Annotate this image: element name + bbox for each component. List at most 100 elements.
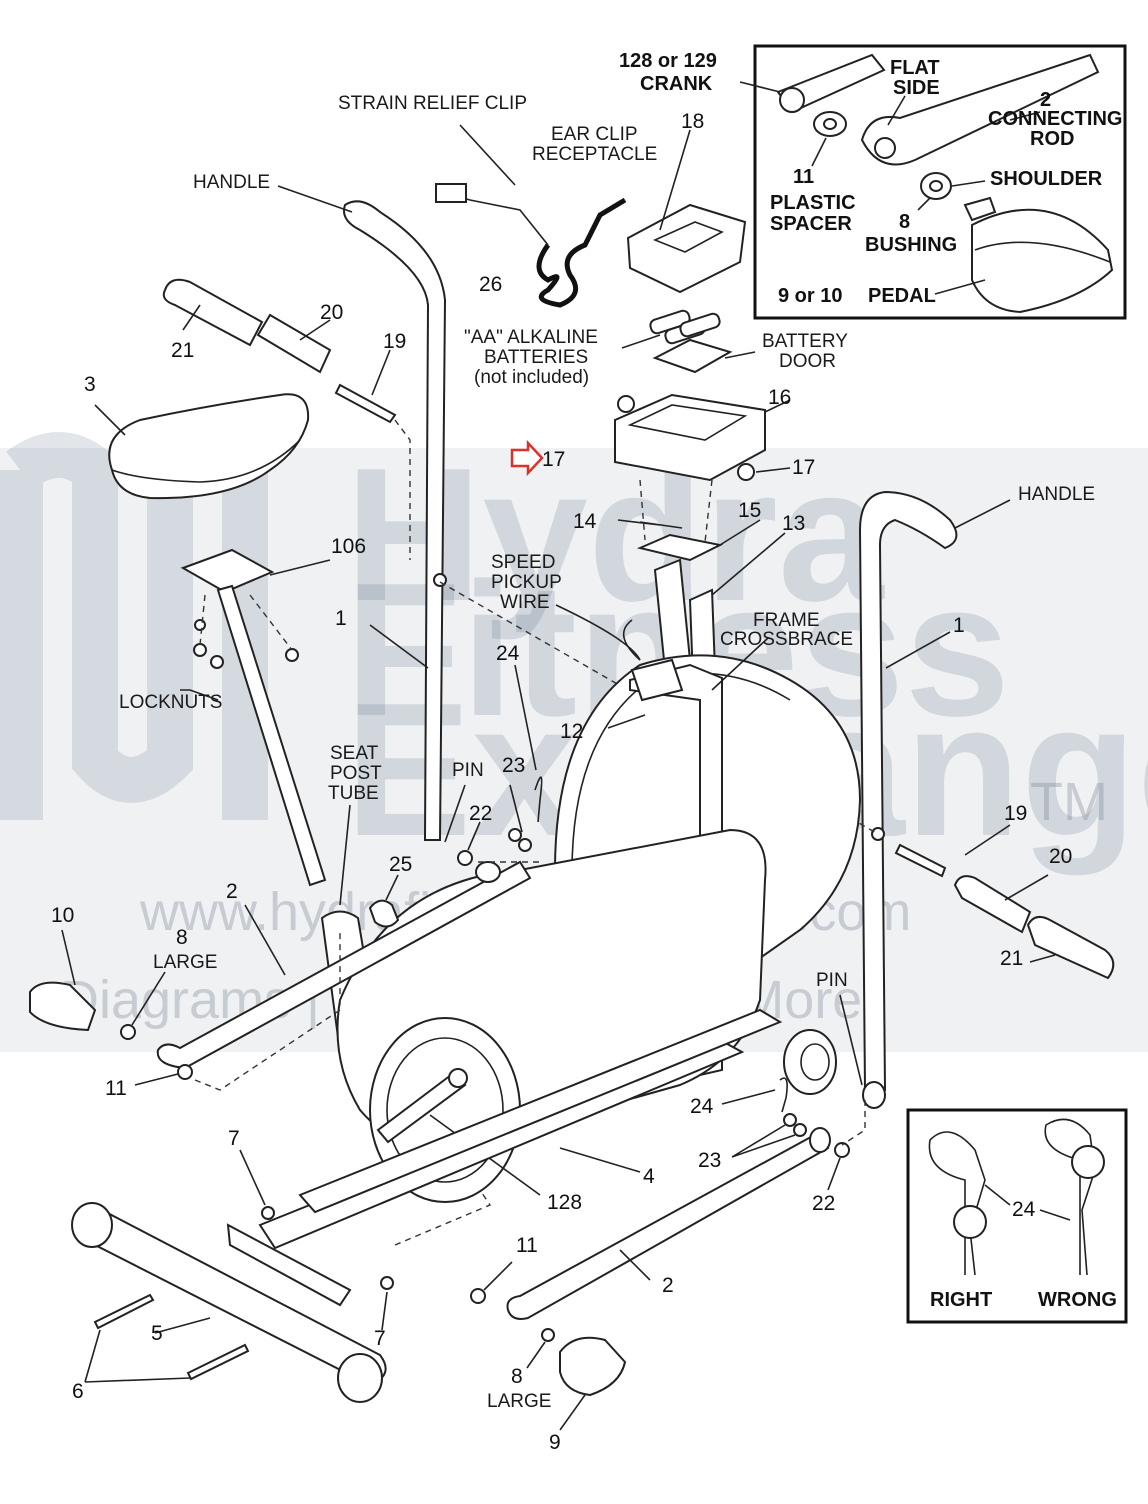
leader-flat-side xyxy=(887,95,906,126)
leader-25 xyxy=(385,874,399,901)
label-plastic: PLASTIC xyxy=(770,192,856,214)
ear-clip xyxy=(435,183,467,203)
label-wrong: WRONG xyxy=(1038,1289,1117,1311)
leader-24-left xyxy=(514,664,537,771)
right-handle-eye xyxy=(862,1081,886,1109)
label-tube: TUBE xyxy=(328,783,379,804)
leader-pin-24 xyxy=(984,1184,1071,1221)
number-23-left: 23 xyxy=(502,754,525,777)
leader-11-right xyxy=(483,1261,513,1291)
number-11-right: 11 xyxy=(516,1234,538,1257)
label-post: POST xyxy=(330,763,382,784)
knob-17-left xyxy=(617,395,635,413)
leader-17-right xyxy=(755,467,791,473)
pedal xyxy=(971,208,1114,314)
label-ear-clip: EAR CLIP xyxy=(551,124,638,145)
leader-9 xyxy=(559,1394,586,1431)
grip-21-right xyxy=(1026,915,1115,980)
label-handle-right: HANDLE xyxy=(1018,484,1095,505)
label-door: DOOR xyxy=(779,351,836,372)
number-12: 12 xyxy=(560,720,583,743)
pointer-arrow-icon xyxy=(510,439,544,477)
number-8-bottom: 8 xyxy=(511,1365,523,1388)
leader-1-left xyxy=(369,624,429,669)
number-22-left: 22 xyxy=(469,802,492,825)
connecting-rod xyxy=(860,53,1100,166)
bolt-6-a xyxy=(93,1293,155,1330)
bushing-8-left xyxy=(120,1024,136,1040)
pin-right-ball xyxy=(953,1205,987,1239)
label-not-included: (not included) xyxy=(474,367,589,388)
number-15: 15 xyxy=(738,499,761,522)
crank-wheel-inner xyxy=(386,1037,504,1183)
leader-22-right xyxy=(827,1157,841,1191)
label-wire: WIRE xyxy=(500,592,550,613)
number-21-left: 21 xyxy=(171,339,194,362)
pedal-10 xyxy=(29,981,97,1032)
nut-7-a xyxy=(261,1206,275,1220)
leader-4 xyxy=(559,1147,641,1173)
spacer-11-left xyxy=(177,1064,193,1080)
leader-8-left xyxy=(131,971,166,1026)
leader-13 xyxy=(711,532,786,596)
watermark-tm: TM xyxy=(1030,772,1108,832)
leader-bushing xyxy=(917,197,931,211)
leader-handle-left xyxy=(277,185,353,213)
receptacle-window xyxy=(652,221,724,253)
battery-door xyxy=(652,338,733,374)
label-large-bottom: LARGE xyxy=(487,1391,551,1412)
ear-clip-receptacle xyxy=(626,203,747,294)
connecting-rod-hole xyxy=(874,137,896,159)
label-connecting: CONNECTING xyxy=(988,108,1122,130)
number-16: 16 xyxy=(768,386,791,409)
rod-end-left xyxy=(475,861,501,883)
right-handlebar xyxy=(439,490,1115,1109)
pedal-left-dashes xyxy=(194,930,341,1091)
label-seat: SEAT xyxy=(330,743,379,764)
washer-23-left-b xyxy=(518,838,532,852)
washer-22-left xyxy=(457,850,473,866)
seat-edge xyxy=(111,439,301,483)
leader-connecting-rod xyxy=(1009,111,1041,121)
washer-23-left-a xyxy=(508,828,522,842)
leader-5 xyxy=(154,1317,211,1334)
locknut-3 xyxy=(285,648,299,662)
leader-receptacle xyxy=(659,129,691,231)
number-4: 4 xyxy=(643,1165,655,1188)
label-handle-left: HANDLE xyxy=(193,172,270,193)
number-1-right: 1 xyxy=(953,614,965,637)
locknut-4 xyxy=(194,619,206,631)
label-pedal: PEDAL xyxy=(868,285,936,307)
leader-strain-relief xyxy=(459,124,516,186)
pin-right-shape xyxy=(928,1131,986,1276)
leader-pedal xyxy=(934,279,986,295)
leader-15 xyxy=(719,519,761,546)
number-19-left: 19 xyxy=(383,330,406,353)
label-connecting-number: 2 xyxy=(1040,89,1051,111)
leader-crank xyxy=(739,81,781,93)
crank-detail-inset: 128 or 129 CRANK FLAT SIDE 2 CONNECTING … xyxy=(619,44,1127,320)
number-24-inset: 24 xyxy=(1012,1198,1036,1221)
number-17-right: 17 xyxy=(792,456,815,479)
end-cap-right xyxy=(337,1353,383,1403)
left-handlebar xyxy=(162,185,447,841)
cotter-pin-24-left xyxy=(534,776,543,823)
number-20-left: 20 xyxy=(320,301,343,324)
label-bushing: BUSHING xyxy=(865,234,957,256)
label-pickup: PICKUP xyxy=(491,572,562,593)
right-handle-tube xyxy=(858,490,958,1091)
washer-23-right-a xyxy=(783,1113,797,1127)
leader-22-left xyxy=(467,821,481,851)
cotter-pin-inset: 24 RIGHT WRONG xyxy=(906,1108,1128,1324)
washer-22-right xyxy=(834,1142,850,1158)
number-106: 106 xyxy=(331,535,366,558)
leader-pin-right xyxy=(839,994,863,1086)
crank-hole xyxy=(779,87,805,113)
leader-plastic-spacer xyxy=(811,137,827,167)
leader-14 xyxy=(617,519,683,529)
rod-end-right xyxy=(809,1127,831,1153)
number-2-right: 2 xyxy=(662,1274,674,1297)
leader-handle-right xyxy=(954,499,1011,529)
leader-24-right xyxy=(721,1089,776,1105)
